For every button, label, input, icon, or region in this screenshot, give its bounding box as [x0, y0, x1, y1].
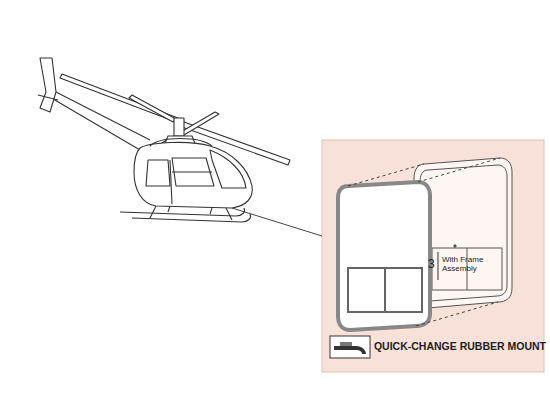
helicopter — [38, 58, 290, 222]
callout-bar — [438, 252, 439, 280]
window-panel — [338, 182, 430, 330]
part-note: With Frame Assembly — [442, 255, 494, 273]
rubber-mount-icon — [330, 336, 370, 358]
callout-number: 3 — [428, 258, 435, 272]
feature-label: QUICK-CHANGE RUBBER MOUNT — [374, 340, 546, 352]
explode-lines — [348, 158, 500, 326]
detail-panel — [322, 140, 544, 372]
